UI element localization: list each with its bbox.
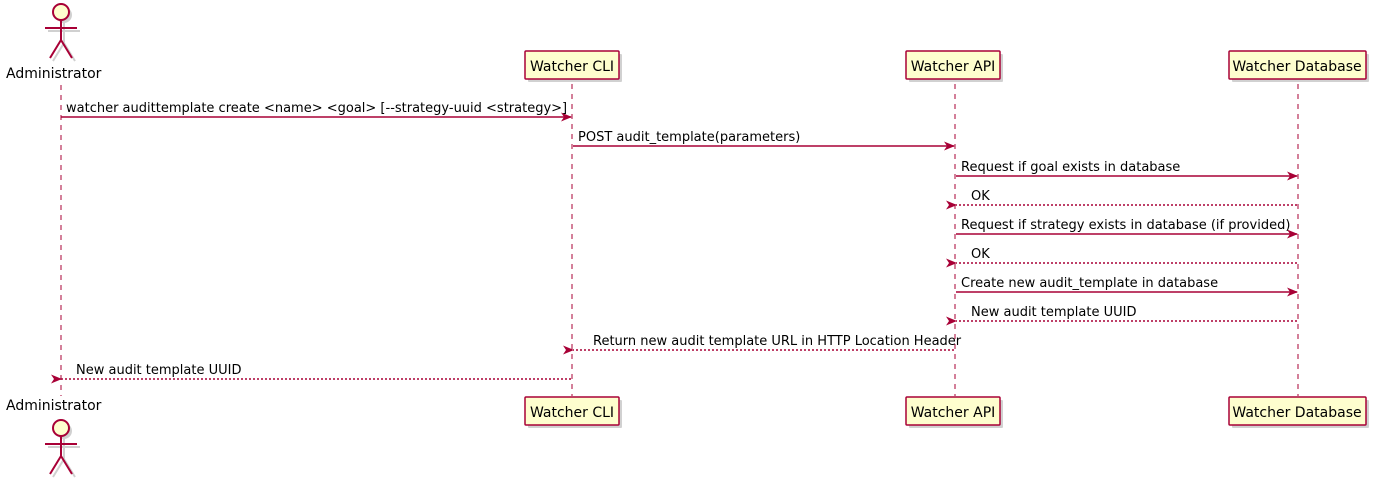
message-8: New audit template UUID: [946, 305, 1297, 326]
participant-label-watcher-cli-bottom: Watcher CLI: [530, 405, 614, 421]
actor-head-icon-bottom: [52, 419, 70, 437]
actor-head-icon: [52, 3, 70, 21]
participant-rect-watcher-cli-bottom[interactable]: [524, 396, 620, 426]
actor-label-administrator-bottom: Administrator: [6, 398, 102, 414]
actor-administrator-top: Administrator: [6, 3, 102, 82]
message-7: Create new audit_template in database: [956, 276, 1298, 297]
message-label-5: Request if strategy exists in database (…: [961, 218, 1290, 233]
actor-body-icon: [45, 20, 77, 59]
participant-box-watcher-api-top[interactable]: Watcher API: [905, 50, 1003, 82]
participant-rect-watcher-db-top[interactable]: [1228, 50, 1367, 80]
message-4: OK: [946, 189, 1297, 210]
participant-box-watcher-cli-top[interactable]: Watcher CLI: [524, 50, 622, 82]
participant-label-watcher-api-top: Watcher API: [911, 59, 996, 75]
message-6: OK: [946, 247, 1297, 268]
message-3: Request if goal exists in database: [956, 160, 1298, 181]
message-label-1: watcher audittemplate create <name> <goa…: [66, 101, 567, 116]
lifelines: [60, 84, 1299, 396]
message-label-8: New audit template UUID: [971, 305, 1136, 320]
participant-label-watcher-db-top: Watcher Database: [1232, 59, 1361, 75]
message-label-7: Create new audit_template in database: [961, 276, 1218, 291]
message-9: Return new audit template URL in HTTP Lo…: [563, 334, 962, 355]
participant-box-watcher-api-bottom[interactable]: Watcher API: [905, 396, 1003, 428]
message-label-9: Return new audit template URL in HTTP Lo…: [593, 334, 962, 349]
message-1: watcher audittemplate create <name> <goa…: [61, 101, 572, 122]
actor-administrator-bottom: Administrator: [6, 398, 102, 478]
message-5: Request if strategy exists in database (…: [956, 218, 1298, 239]
message-label-3: Request if goal exists in database: [961, 160, 1180, 175]
actor-label-administrator-top: Administrator: [6, 66, 102, 82]
actor-body-icon-bottom: [45, 436, 77, 475]
participant-box-watcher-db-top[interactable]: Watcher Database: [1228, 50, 1369, 82]
participant-label-watcher-api-bottom: Watcher API: [911, 405, 996, 421]
message-label-6: OK: [971, 247, 990, 262]
messages-layer: watcher audittemplate create <name> <goa…: [51, 101, 1298, 384]
message-10: New audit template UUID: [51, 363, 571, 384]
participant-box-watcher-db-bottom[interactable]: Watcher Database: [1228, 396, 1369, 428]
message-label-10: New audit template UUID: [76, 363, 241, 378]
participant-rect-watcher-api-top[interactable]: [905, 50, 1001, 80]
participant-rect-watcher-cli-top[interactable]: [524, 50, 620, 80]
participant-label-watcher-db-bottom: Watcher Database: [1232, 405, 1361, 421]
participant-box-watcher-cli-bottom[interactable]: Watcher CLI: [524, 396, 622, 428]
participant-rect-watcher-api-bottom[interactable]: [905, 396, 1001, 426]
message-label-2: POST audit_template(parameters): [578, 130, 800, 145]
participant-rect-watcher-db-bottom[interactable]: [1228, 396, 1367, 426]
message-2: POST audit_template(parameters): [573, 130, 955, 151]
participant-label-watcher-cli-top: Watcher CLI: [530, 59, 614, 75]
message-label-4: OK: [971, 189, 990, 204]
